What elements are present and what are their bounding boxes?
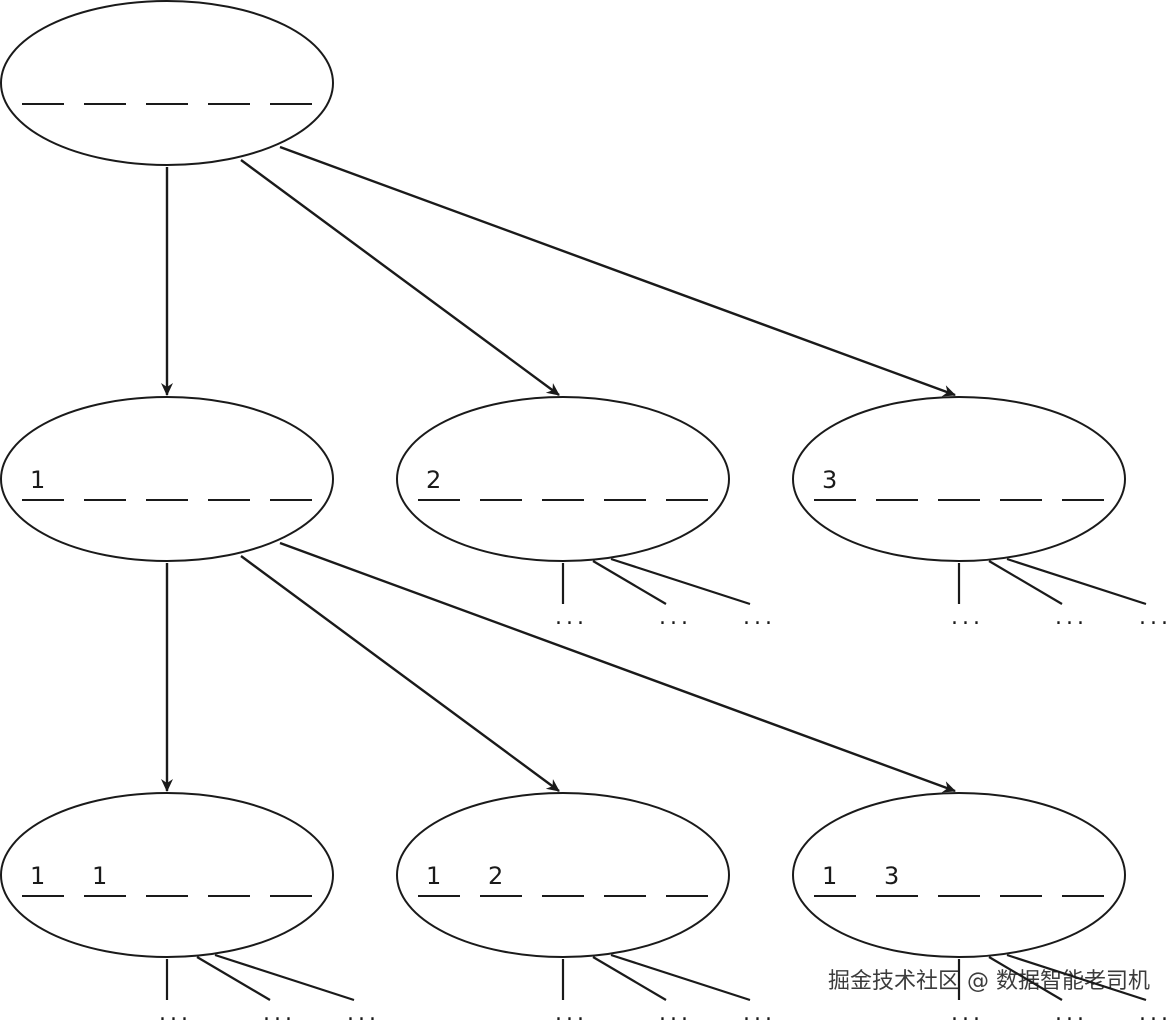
node-1-3-stub-3 [1006, 953, 1147, 1002]
node-1-digit-1: 1 [30, 466, 45, 494]
root-node-ellipse [0, 0, 334, 166]
node-2: 2 [396, 396, 730, 562]
node-1-3-digit-2: 3 [884, 862, 899, 890]
node-2-ellipsis-2: ... [659, 605, 692, 630]
node-1-2-continuation: ......... [555, 953, 776, 1020]
node-1-1-ellipsis-3: ... [347, 1001, 380, 1020]
node-1-2-digit-2: 2 [488, 862, 503, 890]
node-1-2-stub-3 [610, 953, 751, 1002]
root-node [0, 0, 334, 166]
watermark-text: 掘金技术社区 @ 数据智能老司机 [828, 969, 1150, 994]
node-1-2-ellipsis-3: ... [743, 1001, 776, 1020]
node-1-3-ellipse [792, 792, 1126, 958]
node-3-ellipsis-1: ... [951, 605, 984, 630]
node-1-ellipse [0, 396, 334, 562]
node-2-digit-1: 2 [426, 466, 441, 494]
node-1-3-ellipsis-1: ... [951, 1001, 984, 1020]
node-3-digit-1: 3 [822, 466, 837, 494]
node-1-3-digit-1: 1 [822, 862, 837, 890]
node-2-ellipse [396, 396, 730, 562]
node-1-1-stub-2 [196, 956, 271, 1001]
node-2-stub-2 [592, 560, 667, 605]
node-3-ellipsis-2: ... [1055, 605, 1088, 630]
node-1-1-digit-1: 1 [30, 862, 45, 890]
node-1-1-digit-2: 1 [92, 862, 107, 890]
node-3-continuation: ......... [951, 557, 1172, 630]
node-1-3-stub-2 [988, 956, 1063, 1001]
edges-layer [161, 145, 956, 793]
node-1-arrow-2 [240, 555, 560, 792]
node-1-2-digit-1: 1 [426, 862, 441, 890]
node-1-1-continuation: ......... [159, 953, 380, 1020]
node-1-3-ellipsis-2: ... [1055, 1001, 1088, 1020]
node-1-3-ellipsis-3: ... [1139, 1001, 1172, 1020]
node-3: 3 [792, 396, 1126, 562]
node-3-stub-3 [1006, 557, 1147, 606]
node-2-ellipsis-3: ... [743, 605, 776, 630]
node-1: 1 [0, 396, 334, 562]
root-arrow-2 [240, 159, 560, 396]
node-1-2-ellipse [396, 792, 730, 958]
node-3-ellipse [792, 396, 1126, 562]
continuation-layer: ........................................… [159, 557, 1172, 1020]
node-1-1-ellipsis-2: ... [263, 1001, 296, 1020]
node-3-ellipsis-3: ... [1139, 605, 1172, 630]
node-1-3-continuation: ......... [951, 953, 1172, 1020]
node-1-2-ellipsis-2: ... [659, 1001, 692, 1020]
root-arrow-3 [279, 145, 956, 397]
node-2-continuation: ......... [555, 557, 776, 630]
node-2-stub-3 [610, 557, 751, 606]
node-1-1-stub-3 [214, 953, 355, 1002]
node-1-2-stub-2 [592, 956, 667, 1001]
node-1-1-ellipsis-1: ... [159, 1001, 192, 1020]
node-2-ellipsis-1: ... [555, 605, 588, 630]
node-1-arrow-3 [279, 541, 956, 793]
node-3-stub-2 [988, 560, 1063, 605]
node-1-2-ellipsis-1: ... [555, 1001, 588, 1020]
node-1-1-ellipse [0, 792, 334, 958]
